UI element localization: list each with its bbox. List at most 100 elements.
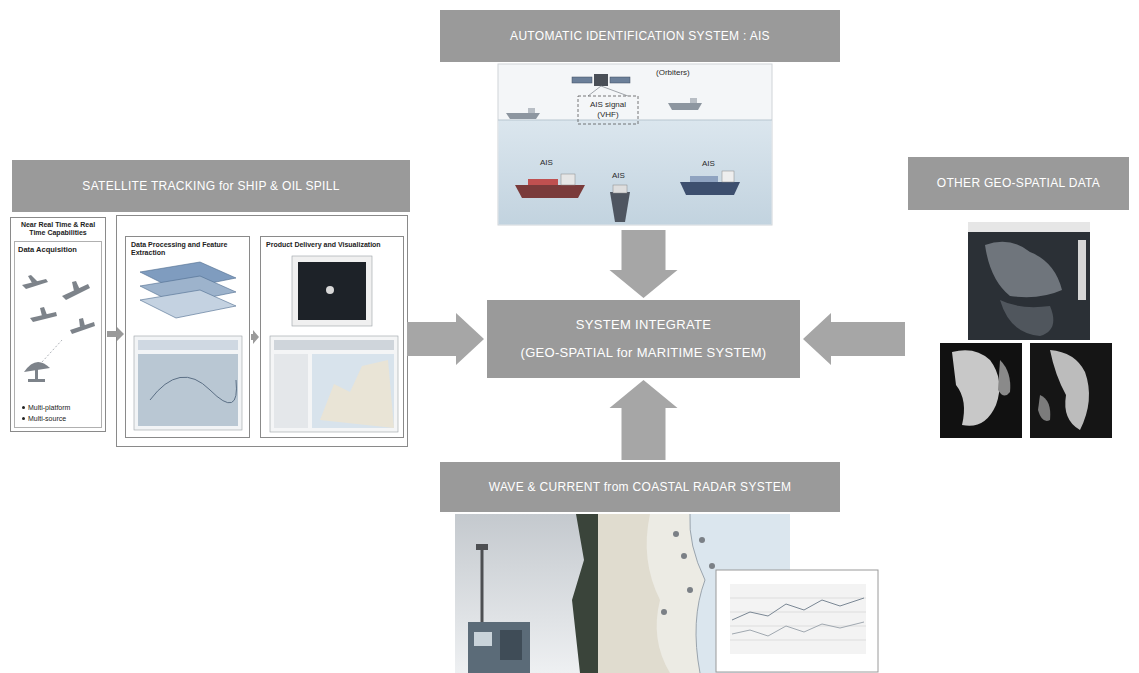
- radar-images: [687, 587, 693, 593]
- block-arrow: [251, 330, 259, 344]
- callout-label: AIS: [540, 158, 553, 168]
- banner-title: AUTOMATIC IDENTIFICATION SYSTEM : AIS: [510, 29, 770, 44]
- ais-illustration: [690, 176, 718, 182]
- radar-images: [681, 553, 687, 559]
- radar-images: [730, 584, 866, 654]
- radar-images: [673, 531, 679, 537]
- flowchart-art: [42, 340, 62, 362]
- block-arrow: [407, 313, 484, 365]
- ais-illustration: [528, 179, 558, 185]
- ais-illustration: [499, 120, 772, 225]
- flowchart-art: [138, 340, 238, 350]
- bullet-dot: [22, 406, 25, 409]
- bullet-row: Multi-platform: [22, 403, 98, 412]
- radar-images: [500, 630, 522, 660]
- ais-illustration: [680, 182, 740, 195]
- acquisition-frame: Data AcquisitionMulti-platformMulti-sour…: [14, 241, 102, 428]
- flowchart-art: [22, 216, 408, 447]
- flowchart-art: [150, 377, 236, 403]
- ais-illustration: [506, 113, 540, 119]
- ais-illustration: [498, 64, 772, 225]
- ais-illustration: [668, 103, 702, 110]
- banner-title: OTHER GEO-SPATIAL DATA: [937, 176, 1100, 191]
- flowchart-art: [292, 256, 372, 326]
- block-arrow: [610, 380, 678, 460]
- integration-title: SYSTEM INTEGRATE: [576, 317, 711, 333]
- satellite-images: [940, 222, 1112, 438]
- ais-illustration: [690, 98, 697, 103]
- process-box: Product Delivery and Visualization: [260, 236, 404, 438]
- ais-illustration: [610, 192, 630, 222]
- integration-box: SYSTEM INTEGRATE (GEO-SPATIAL for MARITIM…: [487, 300, 800, 378]
- bullet-dot: [22, 417, 25, 420]
- banner-band: AUTOMATIC IDENTIFICATION SYSTEM : AIS: [440, 10, 840, 62]
- satellite-images: [1038, 395, 1050, 421]
- flowchart-art: [270, 336, 398, 432]
- source-banner: SATELLITE TRACKING for SHIP & OIL SPILL: [12, 160, 410, 212]
- ais-illustration: [578, 96, 638, 124]
- satellite-images: [1030, 343, 1112, 438]
- ais-illustration: [588, 86, 601, 96]
- flowchart-art: [35, 366, 38, 380]
- radar-images: [572, 514, 598, 673]
- satellite-images: [968, 222, 1090, 232]
- flowchart-art: [298, 262, 366, 320]
- bullet-text: Multi-platform: [28, 403, 70, 412]
- flowchart-art: [117, 216, 408, 447]
- flowchart-art: [320, 360, 394, 428]
- banner-title: SATELLITE TRACKING for SHIP & OIL SPILL: [82, 179, 339, 194]
- radar-images: [730, 598, 866, 640]
- ais-illustration: [515, 185, 585, 198]
- block-arrow: [610, 230, 678, 298]
- callout-label: AIS: [612, 171, 625, 181]
- ais-illustration: [613, 185, 627, 193]
- radar-images: [730, 640, 866, 641]
- radar-images: [661, 609, 667, 615]
- banner-title: WAVE & CURRENT from COASTAL RADAR SYSTEM: [489, 480, 791, 495]
- radar-images: [709, 563, 715, 569]
- ais-illustration: [610, 77, 630, 83]
- flowchart-art: [28, 275, 38, 283]
- banner-band: OTHER GEO-SPATIAL DATA: [908, 157, 1129, 210]
- satellite-images: [952, 350, 999, 426]
- radar-images: [716, 570, 878, 672]
- ais-illustration: [561, 174, 575, 185]
- spacer: [18, 254, 98, 402]
- satellite-images: [998, 360, 1010, 396]
- radar-images: [699, 537, 705, 543]
- radar-images: [598, 514, 670, 673]
- block-arrow: [107, 327, 124, 341]
- radar-images: [455, 514, 878, 673]
- radar-images: [455, 514, 598, 673]
- radar-images: [732, 622, 864, 636]
- box-title: Data Processing and Feature Extraction: [131, 241, 244, 258]
- flowchart-art: [326, 286, 334, 294]
- flowchart-art: [79, 318, 85, 327]
- radar-images: [661, 531, 715, 615]
- process-box: Data Processing and Feature Extraction: [125, 236, 250, 438]
- integration-title: (GEO-SPATIAL for MARITIME SYSTEM): [521, 345, 767, 361]
- flowchart-art: [274, 340, 394, 350]
- source-banner: WAVE & CURRENT from COASTAL RADAR SYSTEM: [440, 462, 840, 512]
- source-panel: AUTOMATIC IDENTIFICATION SYSTEM : AIS: [440, 10, 840, 228]
- ais-illustration: [528, 108, 535, 113]
- callout-label: AIS: [702, 159, 715, 169]
- flowchart-art: [312, 354, 394, 428]
- ais-illustration: [601, 86, 628, 96]
- flowchart-art: [22, 275, 95, 382]
- radar-images: [476, 544, 488, 550]
- flowchart-art: [134, 336, 242, 430]
- ais-illustration: [572, 77, 592, 83]
- flowchart-art: [72, 281, 80, 291]
- satellite-images: [940, 343, 1022, 438]
- radar-images: [468, 622, 530, 673]
- ais-illustration: [498, 120, 772, 121]
- ais-illustration: [722, 171, 734, 182]
- ais-illustration: [498, 64, 772, 225]
- flowchart-art: [40, 307, 47, 316]
- satellite-images: [985, 242, 1062, 297]
- ais-illustration: [594, 74, 608, 86]
- callout-label: (Orbiters): [656, 68, 690, 78]
- box-title: Data Acquisition: [18, 245, 98, 254]
